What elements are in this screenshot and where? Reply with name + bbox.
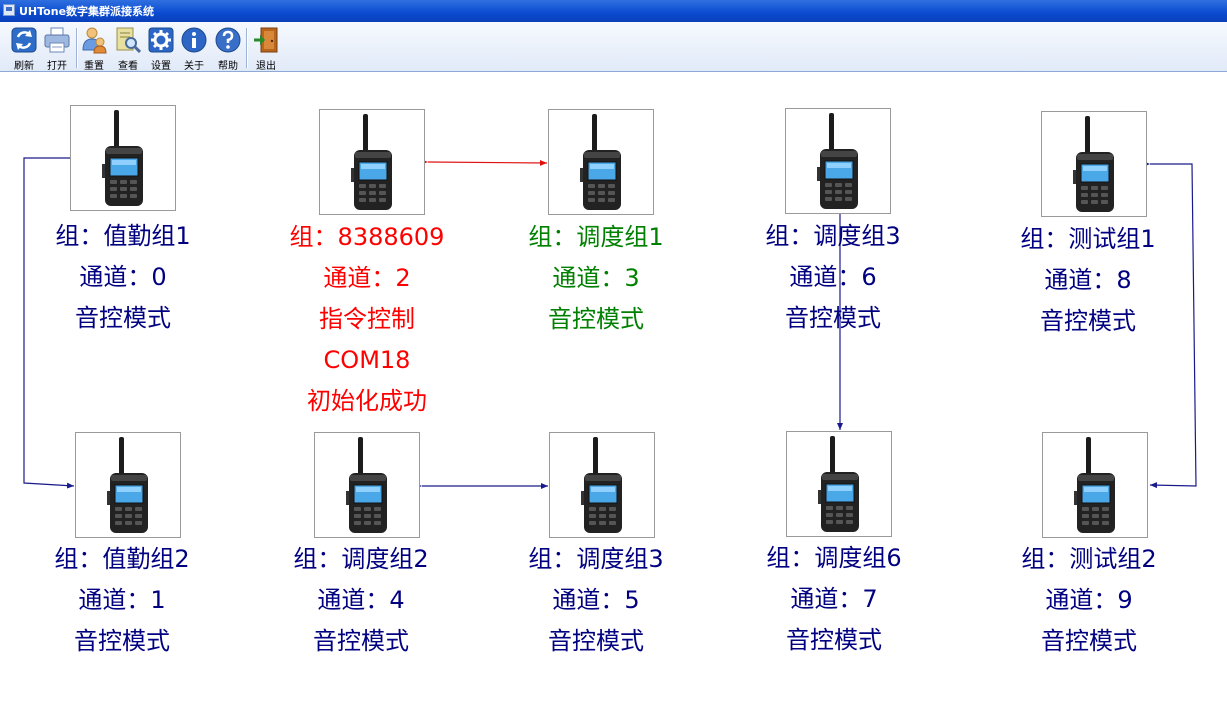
- radio-handset-icon: [818, 436, 859, 532]
- toolbar: 刷新 打开 重置 查看: [0, 22, 1227, 72]
- mode-label: 音控模式: [786, 626, 882, 654]
- radio-handset-icon: [1074, 437, 1115, 533]
- radio-handset-icon: [580, 114, 621, 210]
- reset-label: 重置: [84, 61, 104, 72]
- mode-label: 指令控制: [319, 305, 415, 333]
- channel-label: 通道：5: [552, 586, 640, 614]
- radio-channel-0[interactable]: [70, 105, 176, 211]
- link-r8-r9: [1143, 161, 1197, 489]
- radio-handset-icon: [817, 113, 858, 209]
- radio-handset-icon: [1073, 116, 1114, 212]
- printer-icon: [44, 27, 70, 53]
- patch-links: [23, 155, 1197, 489]
- radio-channel-3[interactable]: [548, 109, 654, 215]
- mode-label: 音控模式: [1041, 627, 1137, 655]
- mode-label: 音控模式: [1040, 307, 1136, 335]
- radio-channel-4[interactable]: [314, 432, 420, 538]
- about-button[interactable]: 关于: [178, 24, 210, 72]
- reset-button[interactable]: 重置: [78, 24, 110, 72]
- radio-handset-icon: [346, 437, 387, 533]
- channel-label: 通道：9: [1045, 586, 1133, 614]
- refresh-label: 刷新: [14, 61, 34, 72]
- radio-info-8: 组：测试组1 通道：8 音控模式: [1003, 219, 1173, 342]
- group-label: 组：值勤组1: [55, 222, 191, 250]
- radio-info-0: 组：值勤组1 通道：0 音控模式: [38, 216, 208, 339]
- radio-info-5: 组：调度组3 通道：5 音控模式: [511, 539, 681, 662]
- channel-label: 通道：7: [790, 585, 878, 613]
- group-label: 组：调度组6: [766, 544, 902, 572]
- open-button[interactable]: 打开: [41, 24, 73, 72]
- settings-button[interactable]: 设置: [145, 24, 177, 72]
- port-label: COM18: [323, 346, 411, 374]
- view-label: 查看: [118, 61, 138, 72]
- group-label: 组：调度组3: [528, 545, 664, 573]
- app-icon: [3, 4, 15, 16]
- window-title: UHTone数字集群派接系统: [19, 5, 155, 18]
- radio-channel-5[interactable]: [549, 432, 655, 538]
- refresh-icon: [11, 27, 37, 53]
- radio-info-7: 组：调度组6 通道：7 音控模式: [749, 538, 919, 661]
- title-bar: UHTone数字集群派接系统: [0, 0, 1227, 22]
- radio-handset-icon: [107, 437, 148, 533]
- radio-handset-icon: [351, 114, 392, 210]
- exit-button[interactable]: 退出: [250, 24, 282, 72]
- radio-channel-8[interactable]: [1041, 111, 1147, 217]
- channel-label: 通道：3: [552, 264, 640, 292]
- refresh-button[interactable]: 刷新: [8, 24, 40, 72]
- group-label: 组：调度组2: [293, 545, 429, 573]
- gear-icon: [148, 27, 174, 53]
- channel-label: 通道：4: [317, 586, 405, 614]
- exit-door-icon: [254, 27, 278, 53]
- radio-info-9: 组：测试组2 通道：9 音控模式: [1004, 539, 1174, 662]
- mode-label: 音控模式: [313, 627, 409, 655]
- radio-handset-icon: [102, 110, 143, 206]
- channel-label: 通道：8: [1044, 266, 1132, 294]
- radio-patch-canvas: 组：值勤组1 通道：0 音控模式 组：8388609 通道：2 指令控制 COM…: [0, 72, 1227, 704]
- mode-label: 音控模式: [785, 304, 881, 332]
- radio-info-4: 组：调度组2 通道：4 音控模式: [276, 539, 446, 662]
- radio-channel-6[interactable]: [785, 108, 891, 214]
- open-label: 打开: [47, 61, 67, 72]
- mode-label: 音控模式: [548, 305, 644, 333]
- group-label: 组：测试组2: [1021, 545, 1157, 573]
- settings-label: 设置: [151, 61, 171, 72]
- mode-label: 音控模式: [75, 304, 171, 332]
- channel-label: 通道：2: [323, 264, 411, 292]
- view-search-icon: [116, 27, 141, 54]
- radio-channel-9[interactable]: [1042, 432, 1148, 538]
- link-r2-r3: [420, 158, 548, 166]
- about-label: 关于: [184, 61, 204, 72]
- mode-label: 音控模式: [548, 627, 644, 655]
- link-r0-r1: [23, 155, 77, 489]
- radio-channel-7[interactable]: [786, 431, 892, 537]
- exit-label: 退出: [256, 61, 276, 72]
- channel-label: 通道：0: [79, 263, 167, 291]
- info-icon: [181, 27, 207, 53]
- radio-channel-1[interactable]: [75, 432, 181, 538]
- channel-label: 通道：1: [78, 586, 166, 614]
- radio-info-1: 组：值勤组2 通道：1 音控模式: [37, 539, 207, 662]
- group-label: 组：调度组1: [528, 223, 664, 251]
- help-label: 帮助: [218, 61, 238, 72]
- radio-handset-icon: [581, 437, 622, 533]
- radio-channel-2[interactable]: [319, 109, 425, 215]
- view-button[interactable]: 查看: [112, 24, 144, 72]
- radio-info-3: 组：调度组1 通道：3 音控模式: [511, 217, 681, 340]
- radio-info-2: 组：8388609 通道：2 指令控制 COM18 初始化成功: [282, 217, 452, 422]
- init-status-label: 初始化成功: [307, 387, 427, 415]
- group-label: 组：8388609: [289, 223, 445, 251]
- channel-label: 通道：6: [789, 263, 877, 291]
- mode-label: 音控模式: [74, 627, 170, 655]
- help-button[interactable]: 帮助: [212, 24, 244, 72]
- group-label: 组：测试组1: [1020, 225, 1156, 253]
- help-icon: [215, 27, 241, 53]
- radio-info-6: 组：调度组3 通道：6 音控模式: [748, 216, 918, 339]
- reset-users-icon: [82, 27, 107, 54]
- group-label: 组：值勤组2: [54, 545, 190, 573]
- group-label: 组：调度组3: [765, 222, 901, 250]
